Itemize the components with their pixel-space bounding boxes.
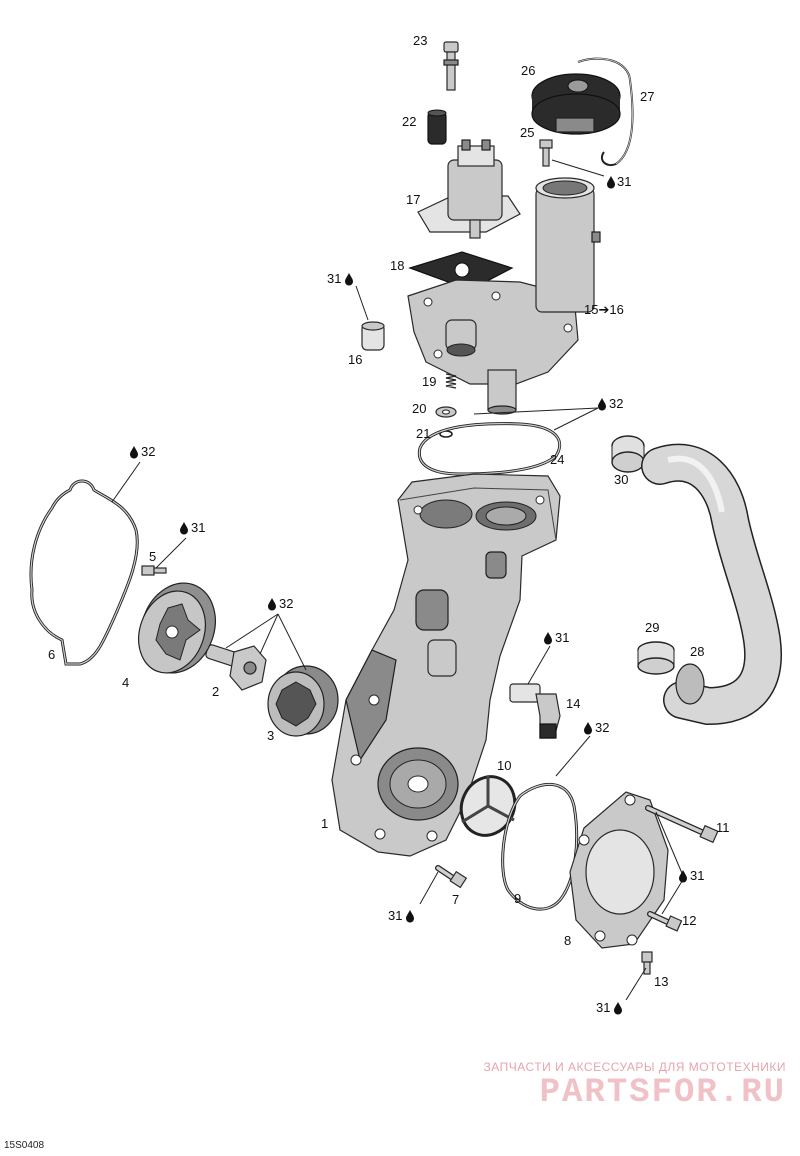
part-10-screen xyxy=(459,775,517,837)
drop-icon xyxy=(679,870,687,883)
lube-ref-31-top: 31 xyxy=(607,174,631,189)
upper-thermostat-housing xyxy=(407,177,601,415)
callout-4: 4 xyxy=(122,675,129,690)
watermark-brand: PARTSFOR.RU xyxy=(539,1074,786,1112)
callout-12: 12 xyxy=(682,913,696,928)
callout-8: 8 xyxy=(564,933,571,948)
part-24-gasket xyxy=(417,422,562,476)
part-8-cover xyxy=(569,791,669,949)
part-11-bolt xyxy=(645,805,719,844)
callout-13: 13 xyxy=(654,974,668,989)
part-6-gasket xyxy=(29,479,139,666)
callout-5: 5 xyxy=(149,549,156,564)
part-16-sleeve xyxy=(361,321,385,351)
callout-27: 27 xyxy=(640,89,654,104)
callout-labels: 1 2 3 4 5 6 7 8 9 10 11 12 13 14 15➔16 1… xyxy=(48,33,730,989)
drop-icon xyxy=(598,398,606,411)
lube-ref-32-rotors: 32 xyxy=(268,596,293,611)
part-1-pump-housing xyxy=(331,473,561,857)
lube-ref-31-bolt7: 31 xyxy=(388,908,414,923)
part-13-bolt xyxy=(641,951,653,975)
part-17-actuator xyxy=(417,139,521,239)
part-5-screw xyxy=(141,565,167,576)
svg-text:31: 31 xyxy=(555,630,569,645)
lube-ref-32-gasket9: 32 xyxy=(584,720,609,735)
lube-ref-31-screw5: 31 xyxy=(180,520,205,535)
callout-19: 19 xyxy=(422,374,436,389)
part-23-bolt xyxy=(443,41,459,91)
part-26-cap xyxy=(531,73,621,135)
callout-11: 11 xyxy=(716,820,730,835)
lubricant-refs: 31 31 32 32 31 32 31 32 xyxy=(130,174,704,1015)
svg-text:31: 31 xyxy=(388,908,402,923)
callout-9: 9 xyxy=(514,891,521,906)
drop-icon xyxy=(180,522,188,535)
part-20-washer xyxy=(435,406,457,418)
drop-icon xyxy=(268,598,276,611)
callout-23: 23 xyxy=(413,33,427,48)
lube-ref-31-left: 31 xyxy=(327,271,353,286)
callout-30: 30 xyxy=(614,472,628,487)
part-9-gasket xyxy=(501,783,579,911)
callout-3: 3 xyxy=(267,728,274,743)
callout-2: 2 xyxy=(212,684,219,699)
lube-ref-32-upper: 32 xyxy=(598,396,623,411)
callout-6: 6 xyxy=(48,647,55,662)
callout-29: 29 xyxy=(645,620,659,635)
watermark-subtitle: ЗАПЧАСТИ И АКСЕССУАРЫ ДЛЯ МОТОТЕХНИКИ xyxy=(483,1060,786,1074)
callout-21: 21 xyxy=(416,426,430,441)
svg-text:32: 32 xyxy=(279,596,293,611)
part-12-bolt xyxy=(647,911,683,932)
part-25-screw xyxy=(539,139,553,167)
callout-26: 26 xyxy=(521,63,535,78)
part-22-sleeve xyxy=(427,109,447,145)
callout-14: 14 xyxy=(566,696,580,711)
drop-icon xyxy=(614,1002,622,1015)
drop-icon xyxy=(607,176,615,189)
part-7-bolt xyxy=(435,865,468,889)
drop-icon xyxy=(345,273,353,286)
watermark: ЗАПЧАСТИ И АКСЕССУАРЫ ДЛЯ МОТОТЕХНИКИ PA… xyxy=(484,1060,786,1112)
svg-text:31: 31 xyxy=(191,520,205,535)
callout-28: 28 xyxy=(690,644,704,659)
drop-icon xyxy=(130,446,138,459)
part-14-fitting xyxy=(509,683,561,739)
lube-ref-31-bolt13: 31 xyxy=(596,1000,622,1015)
callout-15-16: 15➔16 xyxy=(584,302,624,317)
lube-ref-31-bolts: 31 xyxy=(679,868,704,883)
part-30-clamp xyxy=(611,435,645,473)
callout-16: 16 xyxy=(348,352,362,367)
callout-18: 18 xyxy=(390,258,404,273)
part-19-spring xyxy=(445,373,457,389)
drop-icon xyxy=(544,632,552,645)
svg-text:31: 31 xyxy=(617,174,631,189)
reference-code: 15S0408 xyxy=(4,1140,45,1151)
callout-22: 22 xyxy=(402,114,416,129)
callout-10: 10 xyxy=(497,758,511,773)
svg-text:32: 32 xyxy=(609,396,623,411)
svg-text:31: 31 xyxy=(596,1000,610,1015)
svg-text:32: 32 xyxy=(141,444,155,459)
part-2-inner-rotor xyxy=(205,644,267,691)
svg-text:31: 31 xyxy=(327,271,341,286)
lube-ref-32-gasket6: 32 xyxy=(130,444,155,459)
drop-icon xyxy=(406,910,414,923)
callout-1: 1 xyxy=(321,816,328,831)
part-3-outer-rotor xyxy=(267,665,339,737)
callout-20: 20 xyxy=(412,401,426,416)
part-28-hose xyxy=(641,443,782,726)
part-4-plate xyxy=(138,582,216,674)
leader-lines xyxy=(111,159,685,1001)
lube-ref-31-fitting: 31 xyxy=(544,630,569,645)
svg-text:32: 32 xyxy=(595,720,609,735)
callout-17: 17 xyxy=(406,192,420,207)
callout-24: 24 xyxy=(550,452,564,467)
drop-icon xyxy=(584,722,592,735)
part-29-clamp xyxy=(637,641,675,675)
svg-text:31: 31 xyxy=(690,868,704,883)
callout-25: 25 xyxy=(520,125,534,140)
callout-7: 7 xyxy=(452,892,459,907)
